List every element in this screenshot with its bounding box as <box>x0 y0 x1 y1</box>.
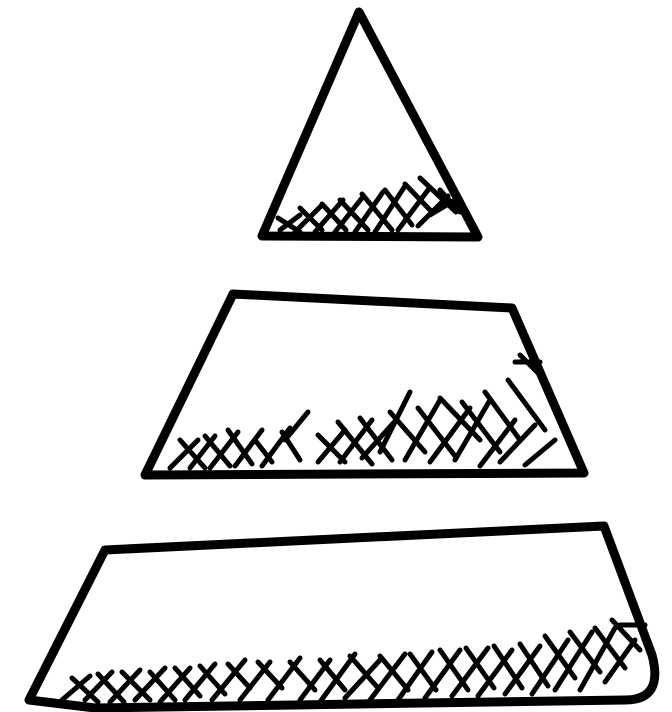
hatch-stroke <box>350 656 378 688</box>
tier-bottom-hatching <box>62 620 645 702</box>
hatch-stroke <box>570 632 600 672</box>
tier-middle-hatching <box>170 355 555 468</box>
hatch-stroke <box>580 628 615 690</box>
hatch-stroke <box>285 412 308 440</box>
hatch-stroke <box>410 654 436 690</box>
tier-middle-outline <box>145 294 584 475</box>
hatch-stroke <box>380 392 410 452</box>
pyramid-tier-middle <box>145 294 584 475</box>
hatch-stroke <box>525 440 555 465</box>
tier-top-hatching <box>278 178 460 232</box>
pyramid-tier-top <box>262 12 478 237</box>
pyramid-tier-bottom <box>29 526 655 708</box>
hatch-stroke <box>255 440 272 462</box>
hatch-stroke <box>290 662 315 690</box>
